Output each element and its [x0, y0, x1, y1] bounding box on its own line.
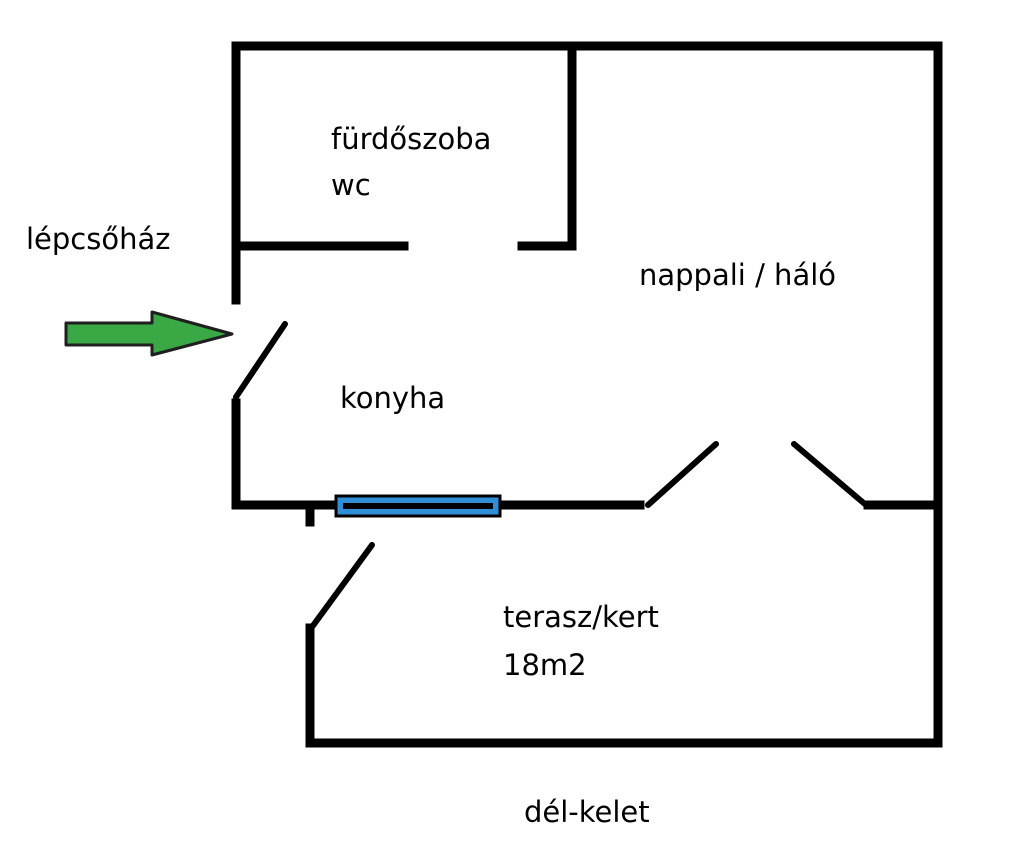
entrance-label: lépcsőház	[26, 222, 171, 256]
entrance-arrow-icon	[64, 310, 234, 357]
walls	[231, 41, 943, 748]
room-area-terrace: 18m2	[503, 648, 587, 682]
double-door-left-leaf	[645, 441, 719, 508]
terrace-door	[309, 542, 375, 630]
window	[334, 494, 502, 518]
double-door-right-leaf	[791, 441, 869, 508]
room-label-terrace: terasz/kert	[503, 600, 659, 634]
room-label-wc: wc	[331, 168, 371, 202]
room-label-living: nappali / háló	[639, 258, 837, 292]
orientation-label: dél-kelet	[524, 795, 650, 829]
room-label-kitchen: konyha	[340, 381, 446, 415]
doors	[233, 321, 869, 630]
room-label-bathroom: fürdőszoba	[331, 122, 492, 156]
entrance-door	[233, 321, 288, 400]
